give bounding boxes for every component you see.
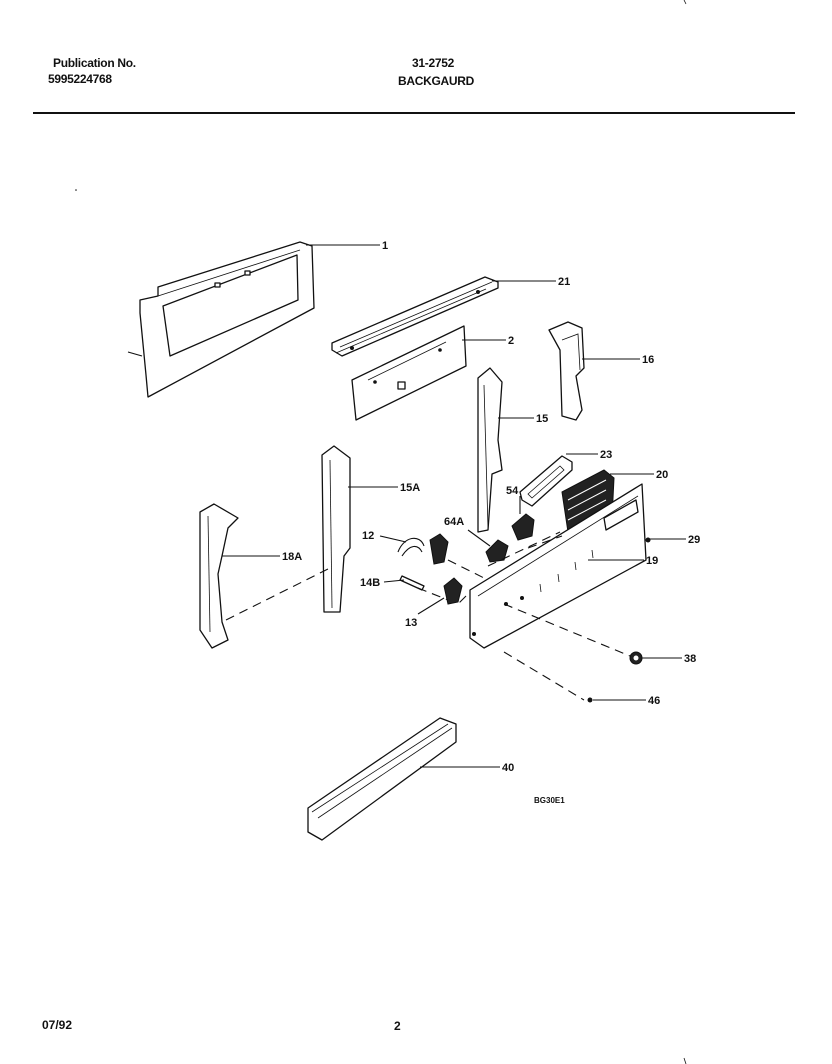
leader-lines: [222, 244, 686, 768]
callout-40: 40: [502, 762, 514, 774]
part-64a-switch: [485, 539, 509, 563]
part-29-screw: [645, 537, 651, 543]
callout-15a: 15A: [400, 482, 420, 494]
footer-date: 07/92: [42, 1018, 73, 1032]
callout-54: 54: [506, 485, 519, 497]
callout-16: 16: [642, 354, 654, 366]
callout-64a: 64A: [444, 516, 464, 528]
callout-20: 20: [656, 469, 668, 481]
header-rule: [33, 112, 795, 114]
callout-13: 13: [405, 617, 417, 629]
part-13-switch-body: [429, 533, 463, 605]
part-2-bracket-plate: [351, 325, 467, 421]
callout-15: 15: [536, 413, 548, 425]
callout-23: 23: [600, 449, 612, 461]
callout-38: 38: [684, 653, 696, 665]
part-1-back-panel: [127, 241, 315, 398]
scan-mark: [683, 0, 687, 5]
publication-label: Publication No.: [53, 56, 136, 70]
part-18a-left-end-bracket: [199, 503, 239, 649]
page-number: 2: [394, 1019, 401, 1033]
part-14b-pin: [399, 575, 425, 591]
part-19-control-panel: [469, 483, 647, 649]
part-12-harness: [397, 537, 425, 557]
callout-46: 46: [648, 695, 660, 707]
part-40-trim: [307, 717, 457, 841]
part-23-display-bezel: [519, 455, 573, 507]
part-16-right-end-bracket: [548, 321, 585, 421]
part-38-knob: [629, 651, 643, 665]
assembly-lines: [225, 531, 631, 701]
callout-21: 21: [558, 276, 570, 288]
part-15-right-side-bracket: [477, 367, 503, 533]
callout-29: 29: [688, 534, 700, 546]
callout-1: 1: [382, 240, 388, 252]
document-number: 31-2752: [412, 56, 454, 70]
part-54-timer: [511, 513, 535, 541]
part-46-screw: [587, 697, 593, 703]
callout-14b: 14B: [360, 577, 380, 589]
publication-number: 5995224768: [48, 72, 112, 86]
drawing-code: BG30E1: [534, 796, 565, 805]
scan-mark: [683, 1057, 687, 1064]
callout-18a: 18A: [282, 551, 302, 563]
part-15a-left-side-bracket: [321, 445, 351, 613]
callout-19: 19: [646, 555, 658, 567]
scan-speck: [75, 189, 77, 191]
callout-12: 12: [362, 530, 374, 542]
part-21-top-rail: [331, 276, 499, 357]
callout-2: 2: [508, 335, 514, 347]
section-title: BACKGAURD: [398, 74, 474, 88]
